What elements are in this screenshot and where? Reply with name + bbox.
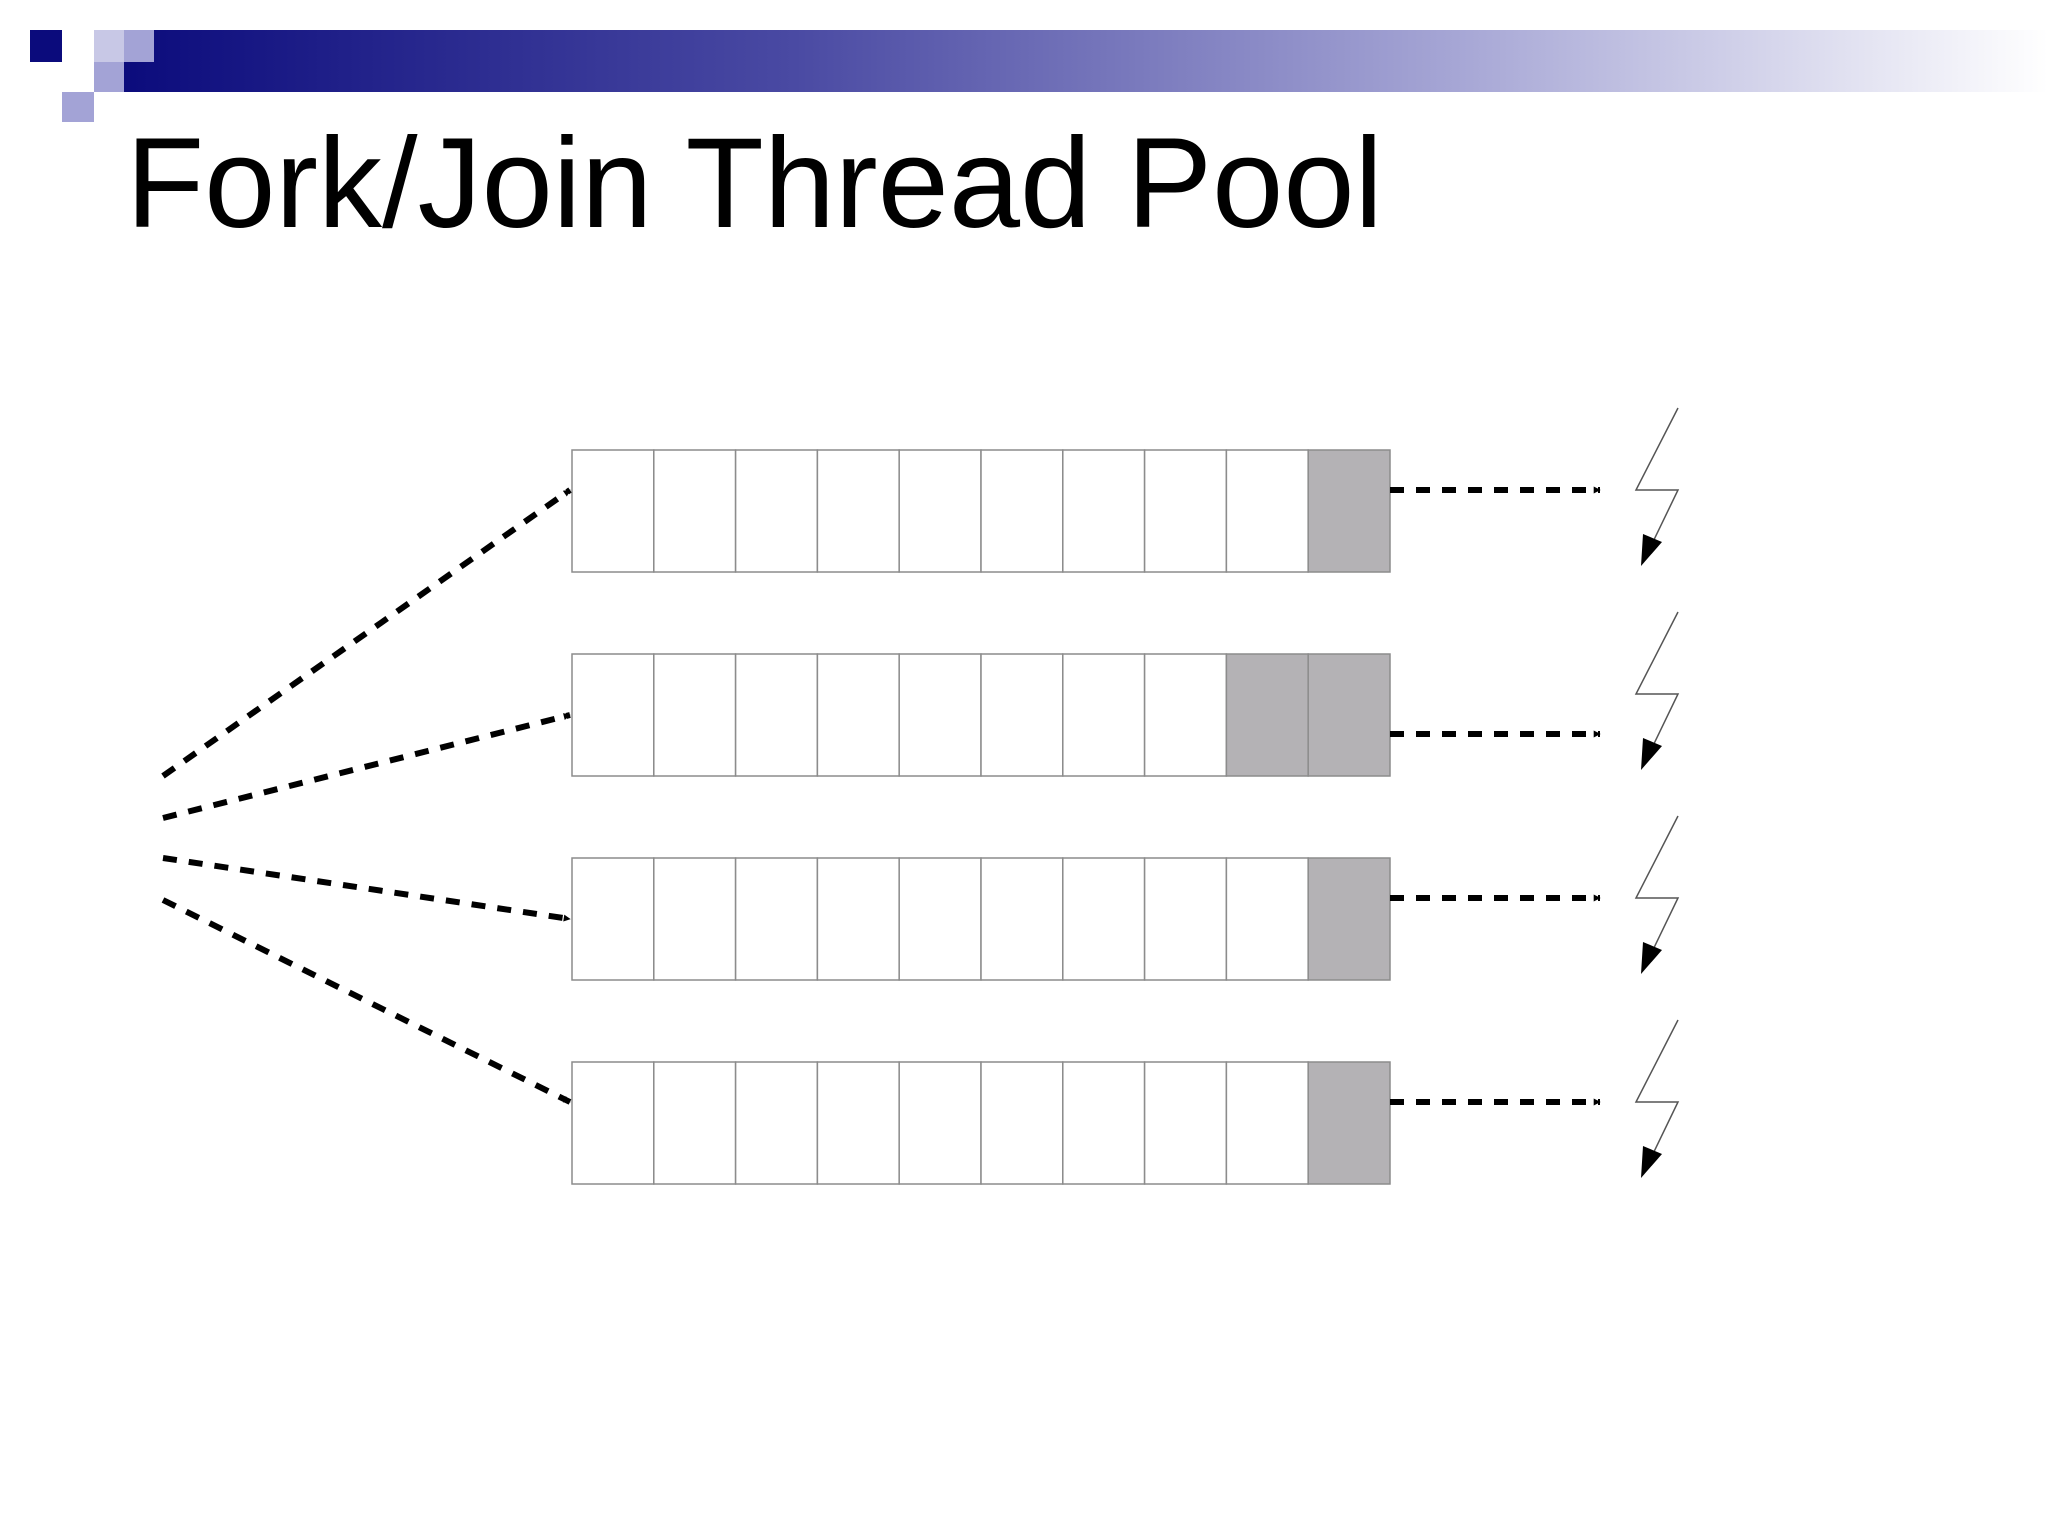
task-slot-empty <box>1062 857 1146 981</box>
task-slot-empty <box>653 1061 737 1185</box>
task-slot-empty <box>653 449 737 573</box>
task-slot-filled <box>1307 653 1391 777</box>
task-slot-empty <box>1143 857 1228 981</box>
task-slot-empty <box>1062 449 1146 573</box>
slide-title: Fork/Join Thread Pool <box>126 112 1383 255</box>
task-slot-empty <box>571 1061 655 1185</box>
task-slot-empty <box>1225 857 1309 981</box>
task-slot-empty <box>980 1061 1064 1185</box>
task-slot-empty <box>1143 653 1228 777</box>
task-slot-empty <box>898 857 982 981</box>
task-slot-filled <box>1225 653 1309 777</box>
submit-arrow-icon <box>161 487 572 779</box>
lightning-bolt-icon <box>1634 815 1680 957</box>
bolt-arrowhead-icon <box>1641 738 1662 770</box>
task-slot-empty <box>734 857 819 981</box>
task-slot-empty <box>1143 1061 1228 1185</box>
task-slot-empty <box>653 857 737 981</box>
task-slot-filled <box>1307 449 1391 573</box>
lightning-bolt-icon <box>1634 407 1680 549</box>
task-slot-empty <box>816 857 900 981</box>
task-slot-empty <box>734 653 819 777</box>
header-band <box>0 0 2048 130</box>
task-slot-empty <box>898 1061 982 1185</box>
task-slot-empty <box>571 857 655 981</box>
task-slot-filled <box>1307 1061 1391 1185</box>
submit-arrow-icon <box>161 897 572 1105</box>
task-slot-empty <box>653 653 737 777</box>
submit-arrow-icon <box>162 855 571 922</box>
task-slot-empty <box>734 449 819 573</box>
task-slot-empty <box>1062 1061 1146 1185</box>
bolt-arrowhead-icon <box>1641 534 1662 566</box>
task-slot-empty <box>1143 449 1228 573</box>
header-decoration <box>0 0 2048 122</box>
task-slot-empty <box>980 449 1064 573</box>
lightning-bolt-icon <box>1634 611 1680 753</box>
task-slot-empty <box>734 1061 819 1185</box>
task-slot-empty <box>898 653 982 777</box>
header-gradient-bar <box>120 30 2048 92</box>
task-slot-empty <box>816 653 900 777</box>
task-slot-empty <box>1225 1061 1309 1185</box>
task-slot-empty <box>571 449 655 573</box>
submit-arrow-icon <box>162 712 571 821</box>
task-slot-filled <box>1307 857 1391 981</box>
bolt-arrowhead-icon <box>1641 942 1662 974</box>
logo-squares-icon <box>0 0 154 122</box>
task-slot-empty <box>1062 653 1146 777</box>
task-slot-empty <box>1225 449 1309 573</box>
task-slot-empty <box>816 449 900 573</box>
task-slot-empty <box>816 1061 900 1185</box>
lightning-bolt-icon <box>1634 1019 1680 1161</box>
task-slot-empty <box>980 857 1064 981</box>
task-slot-empty <box>980 653 1064 777</box>
task-slot-empty <box>898 449 982 573</box>
bolt-arrowhead-icon <box>1641 1146 1662 1178</box>
task-slot-empty <box>571 653 655 777</box>
